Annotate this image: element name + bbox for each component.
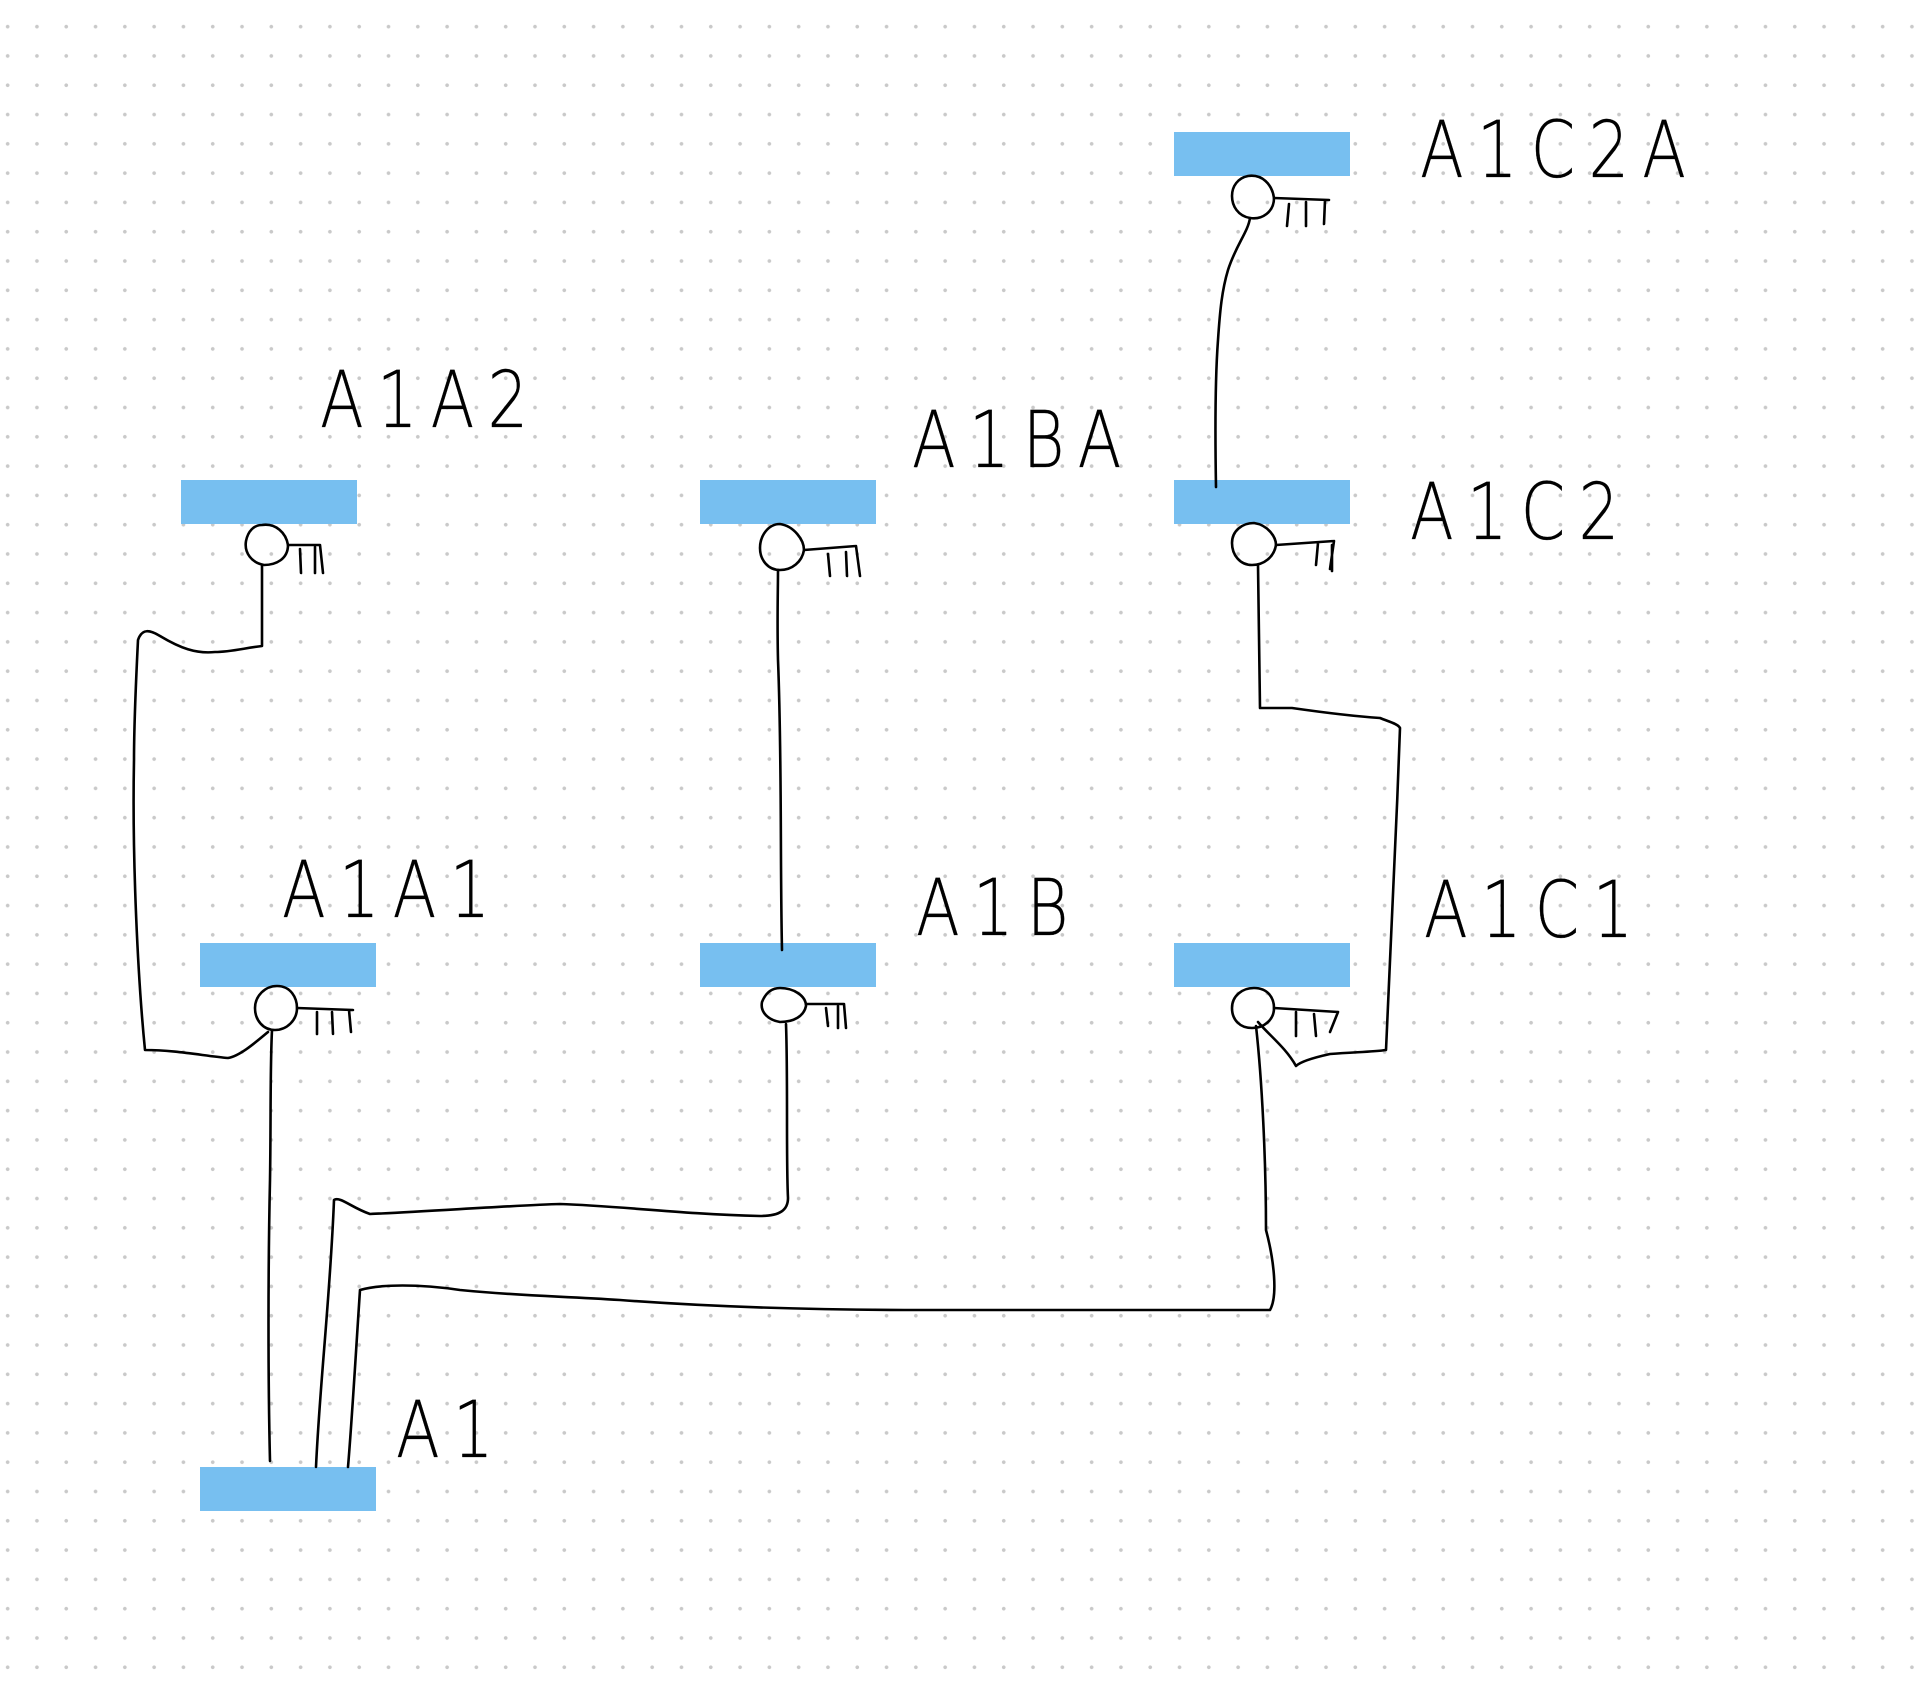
- node-A1A2-bar[interactable]: [181, 480, 357, 524]
- node-A1BA-label: A1BA: [912, 396, 1135, 486]
- edge-A1C1-to-A1C2: [1256, 563, 1402, 1068]
- edge-A1C2-to-A1C2A: [1214, 216, 1252, 489]
- key-icon: [244, 523, 325, 575]
- key-icon: [1230, 174, 1331, 228]
- node-A1C1-label: A1C1: [1424, 866, 1647, 956]
- edge-A1-to-A1A1: [267, 1028, 274, 1463]
- key-icon: [760, 986, 848, 1030]
- node-A1A2-label: A1A2: [320, 356, 542, 446]
- key-icon: [253, 984, 355, 1036]
- edge-A1B-to-A1BA: [776, 568, 784, 952]
- node-A1-bar[interactable]: [200, 1467, 376, 1511]
- node-A1A1-label: A1A1: [282, 846, 504, 936]
- edge-A1-to-A1C1: [346, 1024, 1276, 1469]
- node-A1B-label: A1B: [916, 864, 1082, 954]
- node-A1C2-label: A1C2: [1410, 468, 1633, 558]
- key-icon: [1230, 986, 1340, 1038]
- node-A1C2-bar[interactable]: [1174, 480, 1350, 524]
- key-icon: [1230, 521, 1336, 573]
- node-A1C2A-label: A1C2A: [1420, 106, 1700, 196]
- node-A1-label: A1: [396, 1386, 507, 1476]
- key-icon: [758, 522, 862, 578]
- node-A1B-bar[interactable]: [700, 943, 876, 987]
- node-A1A1-bar[interactable]: [200, 943, 376, 987]
- edge-A1-to-A1B: [314, 1022, 790, 1469]
- node-A1C1-bar[interactable]: [1174, 943, 1350, 987]
- node-A1C2A-bar[interactable]: [1174, 132, 1350, 176]
- edge-A1A1-to-A1A2: [132, 563, 270, 1060]
- node-A1BA-bar[interactable]: [700, 480, 876, 524]
